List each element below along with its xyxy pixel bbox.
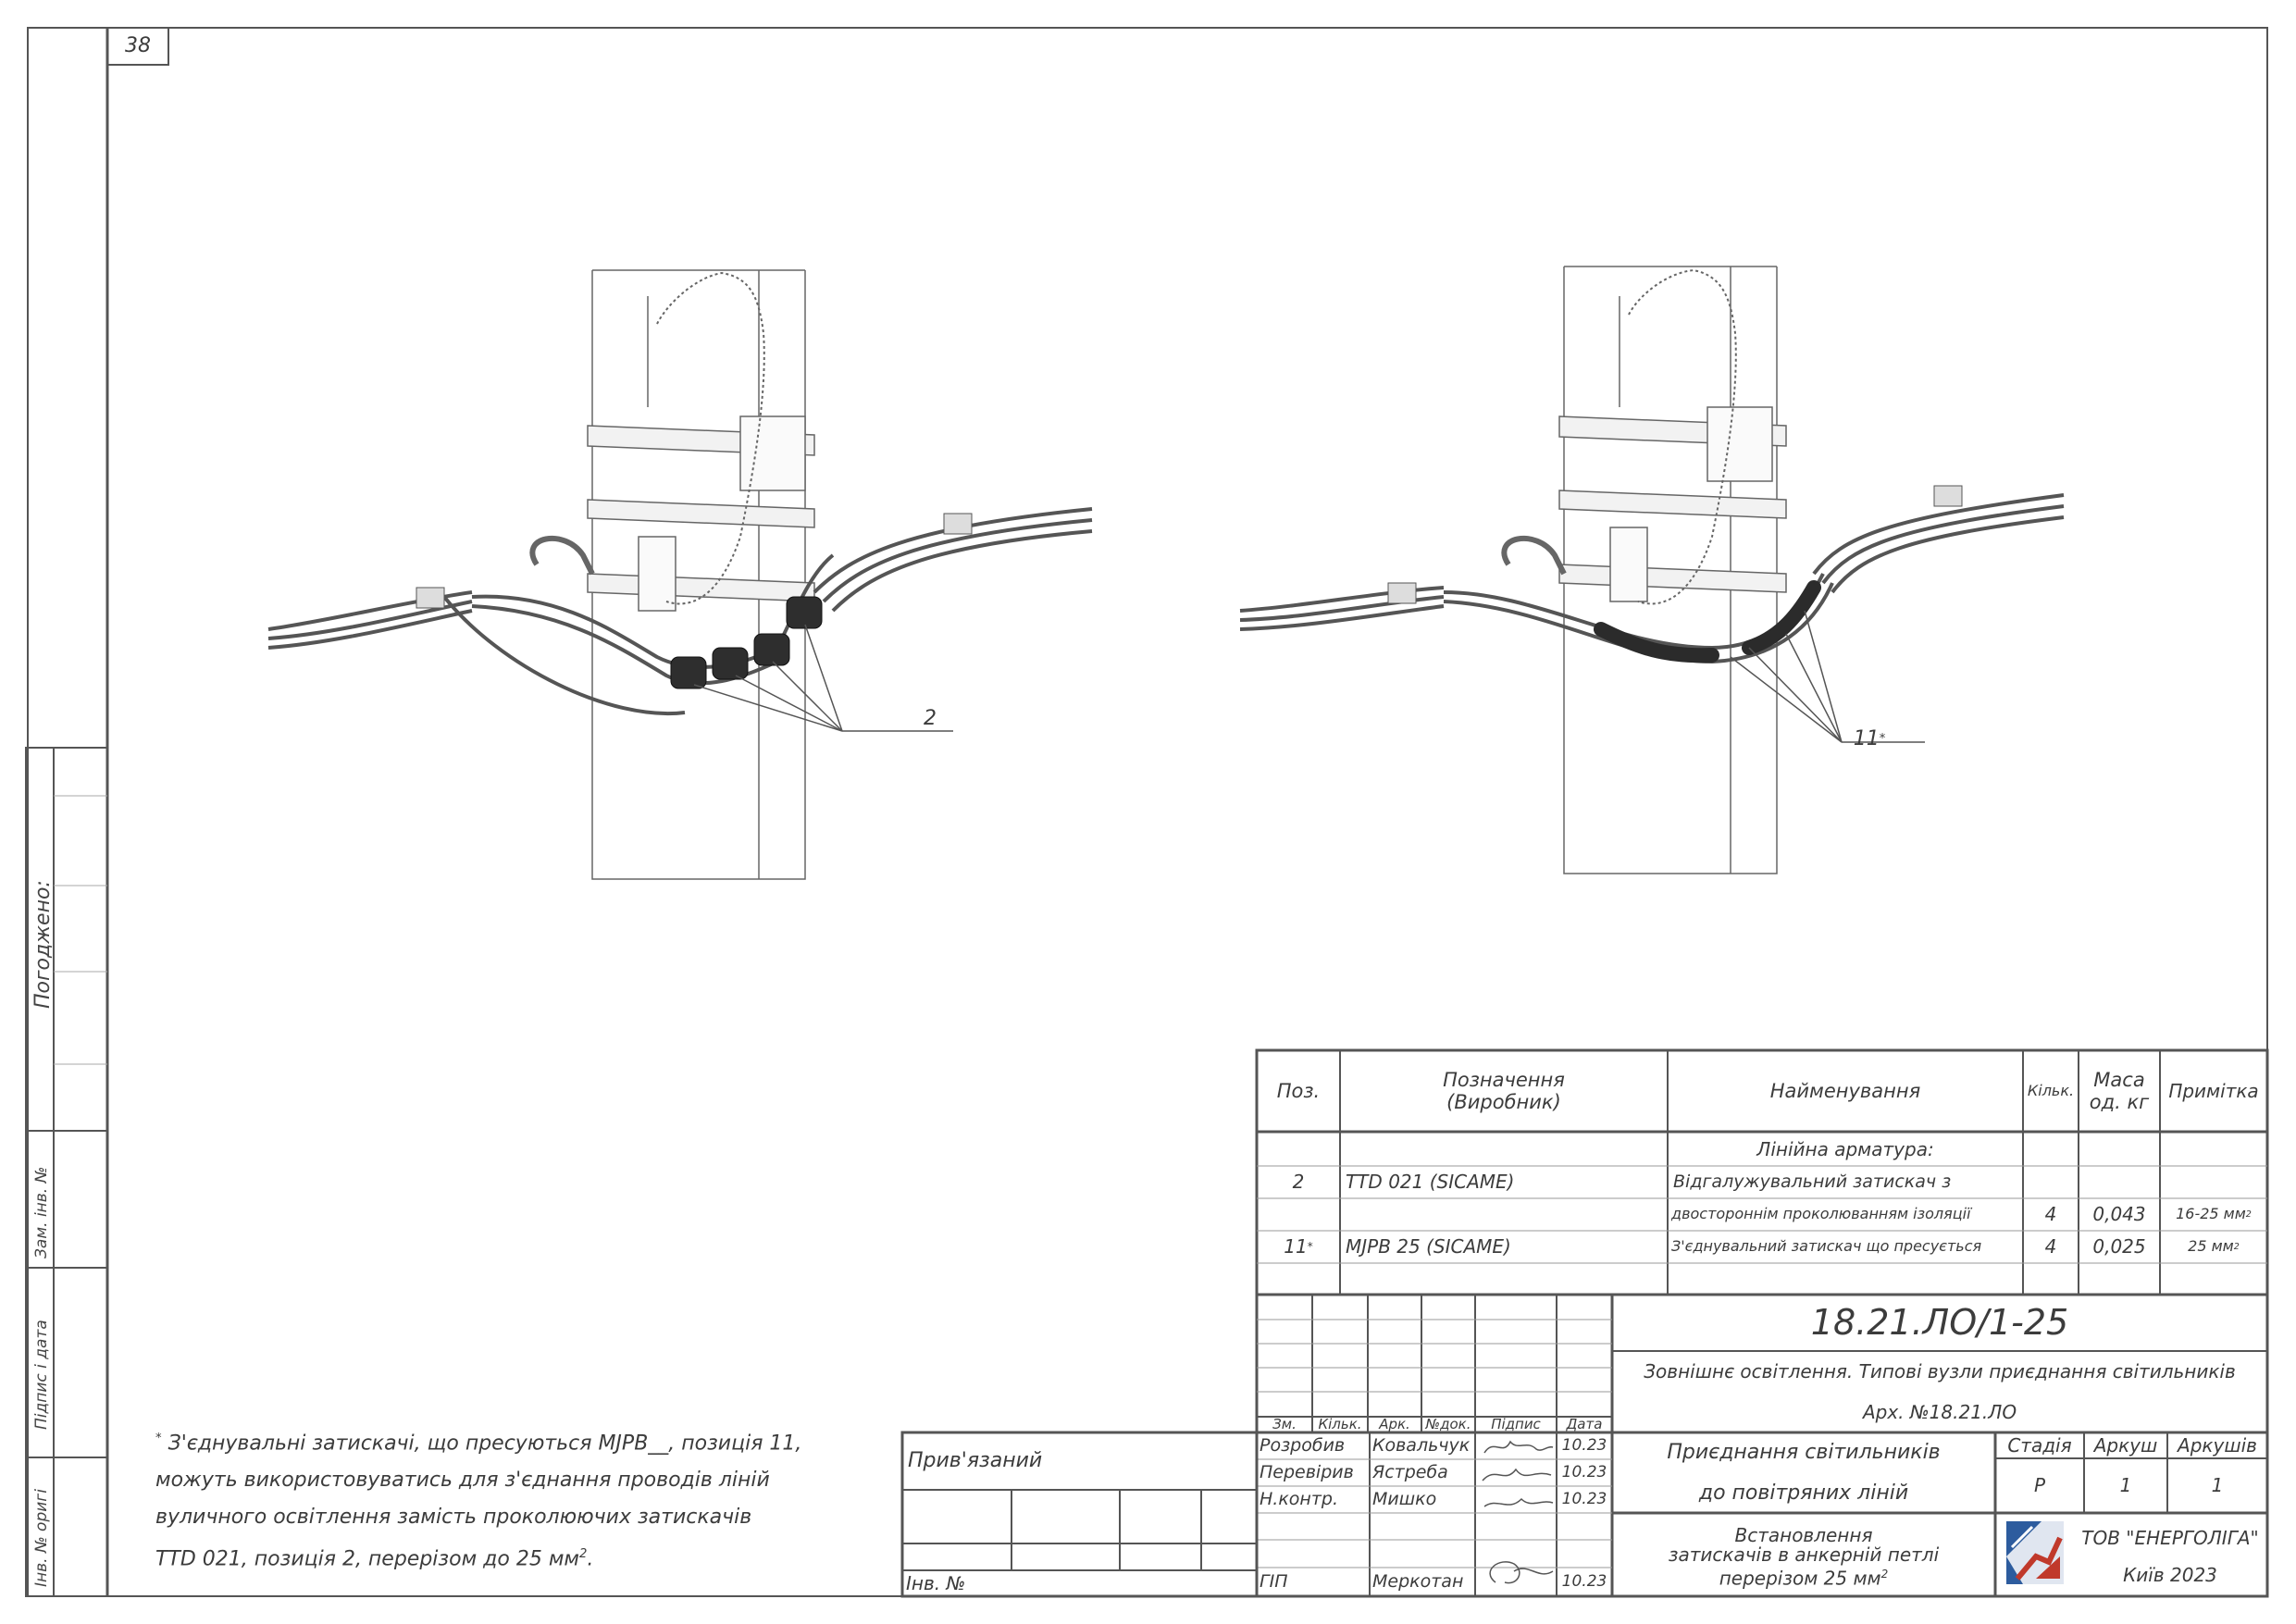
header-mass-line-2: од. кг [2089, 1091, 2150, 1113]
row1-note-sup: 2 [2245, 1209, 2252, 1220]
city-year: Київ 2023 [2123, 1563, 2217, 1586]
footnote-line-4-end: . [587, 1547, 594, 1571]
header-designation-line-1: Позначення [1443, 1068, 1565, 1091]
row1-pos: 2 [1292, 1171, 1305, 1193]
col-ark: Арк. [1379, 1415, 1410, 1432]
header-pos: Поз. [1276, 1079, 1321, 1102]
callout-left: 2 [924, 707, 937, 731]
row2-designation: MJPB 25 (SICAME) [1346, 1235, 1511, 1258]
drawing-title-line-3: перерізом 25 мм [1719, 1567, 1881, 1590]
header-name: Найменування [1769, 1079, 1921, 1102]
row1-qty: 4 [2044, 1203, 2057, 1225]
row1-designation: TTD 021 (SICAME) [1346, 1171, 1515, 1193]
signature-checker [1482, 1468, 1552, 1481]
company-logo [2006, 1521, 2064, 1584]
row2-pos-sup: * [1307, 1239, 1313, 1253]
project-title: Зовнішнє освітлення. Типові вузли приєдн… [1644, 1359, 2236, 1382]
col-data: Дата [1566, 1415, 1603, 1432]
row1-note-text: 16-25 мм [2176, 1205, 2246, 1223]
row2-pos-text: 11 [1284, 1235, 1308, 1258]
drawing-title-line-1: Встановлення [1734, 1523, 1873, 1546]
left-pole-view [267, 269, 1093, 880]
drawing-title-line-2: затискачів в анкерній петлі [1668, 1543, 1940, 1566]
sheet-title-line-2: до повітряних ліній [1698, 1481, 1909, 1505]
col-zm: Зм. [1272, 1415, 1297, 1432]
row1-name-line-1: Відгалужувальний затискач з [1673, 1171, 1952, 1192]
name-checker: Ястреба [1372, 1461, 1448, 1482]
name-developer: Ковальчук [1372, 1434, 1471, 1456]
sheets-value: 1 [2211, 1474, 2224, 1496]
signature-norm-control [1483, 1497, 1554, 1507]
drawing-title-sup: 2 [1880, 1567, 1889, 1581]
archive-number: Арх. №18.21.ЛО [1862, 1400, 2017, 1423]
row2-mass: 0,025 [2092, 1235, 2146, 1258]
role-chief-engineer: ГІП [1260, 1570, 1288, 1592]
right-pole-view [1239, 266, 2065, 874]
sheets-label: Аркушів [2178, 1433, 2257, 1457]
header-mass: Маса од. кг [2079, 1050, 2160, 1132]
header-note: Примітка [2168, 1079, 2259, 1102]
header-designation: Позначення (Виробник) [1340, 1050, 1668, 1132]
row1-mass: 0,043 [2092, 1203, 2146, 1225]
row2-pos: 11* [1257, 1231, 1340, 1263]
footnote: * З'єднувальні затискачі, що пресуються … [155, 1420, 801, 1579]
date-chief-engineer: 10.23 [1561, 1571, 1607, 1591]
row2-note-sup: 2 [2233, 1241, 2240, 1252]
row2-qty: 4 [2044, 1235, 2057, 1258]
side-strip-orig-inv: Інв. № оригі [32, 1489, 51, 1587]
inv-no-label: Інв. № [906, 1571, 966, 1594]
signature-developer [1483, 1440, 1554, 1454]
signature-chief-engineer [1489, 1561, 1554, 1584]
header-designation-line-2: (Виробник) [1446, 1091, 1561, 1113]
company-name: ТОВ "ЕНЕРГОЛІГА" [2081, 1526, 2259, 1549]
signatures [1482, 1440, 1554, 1584]
role-norm-control: Н.контр. [1260, 1488, 1339, 1509]
doc-code: 18.21.ЛО/1-25 [1810, 1301, 2069, 1343]
side-strip-replaced-inv: Зам. інв. № [32, 1166, 51, 1258]
role-developer: Розробив [1260, 1434, 1346, 1456]
header-qty: Кільк. [2027, 1081, 2075, 1099]
row1-name-line-2: двостороннім проколюванням ізоляції [1671, 1205, 1971, 1223]
row2-name: З'єднувальний затискач що пресується [1671, 1237, 1982, 1256]
drawing-title: Встановлення затискачів в анкерній петлі… [1612, 1518, 1995, 1596]
group-title: Лінійна арматура: [1756, 1138, 1934, 1160]
row2-note-text: 25 мм [2188, 1237, 2234, 1256]
footnote-line-4: TTD 021, позиція 2, перерізом до 25 мм [155, 1547, 580, 1571]
name-chief-engineer: Меркотан [1372, 1570, 1464, 1592]
callout-right-number: 11 [1853, 727, 1880, 751]
name-norm-control: Мишко [1372, 1488, 1437, 1509]
role-checker: Перевірив [1260, 1461, 1354, 1482]
sheet-number: 38 [125, 34, 151, 58]
footnote-mark: * [155, 1432, 162, 1445]
sheet-title-line-1: Приєднання світильників [1667, 1441, 1941, 1465]
date-checker: 10.23 [1561, 1462, 1607, 1481]
side-strip-approved: Погоджено: [31, 880, 55, 1009]
footnote-line-4-sup: 2 [579, 1547, 588, 1562]
footnote-line-3: вуличного освітлення замість проколюючих… [155, 1506, 752, 1530]
callout-right-mark: * [1879, 732, 1886, 747]
col-kilk: Кільк. [1318, 1415, 1362, 1432]
col-pidpys: Підпис [1491, 1415, 1541, 1432]
header-mass-line-1: Маса [2093, 1068, 2145, 1091]
sheet-label: Аркуш [2093, 1433, 2158, 1457]
col-ndok: №док. [1425, 1415, 1471, 1432]
footnote-line-1: З'єднувальні затискачі, що пресуються MJ… [168, 1432, 802, 1456]
footnote-line-2: можуть використовуватись для з'єднання п… [155, 1469, 770, 1493]
date-norm-control: 10.23 [1561, 1489, 1607, 1508]
sheet-value: 1 [2119, 1474, 2132, 1496]
bound-label: Прив'язаний [908, 1449, 1043, 1473]
callout-right: 11* [1851, 725, 1888, 753]
stage-label: Стадія [2007, 1433, 2072, 1457]
stage-value: Р [2033, 1474, 2046, 1496]
date-developer: 10.23 [1561, 1435, 1607, 1455]
side-strip-signature-date: Підпис і дата [32, 1320, 51, 1430]
